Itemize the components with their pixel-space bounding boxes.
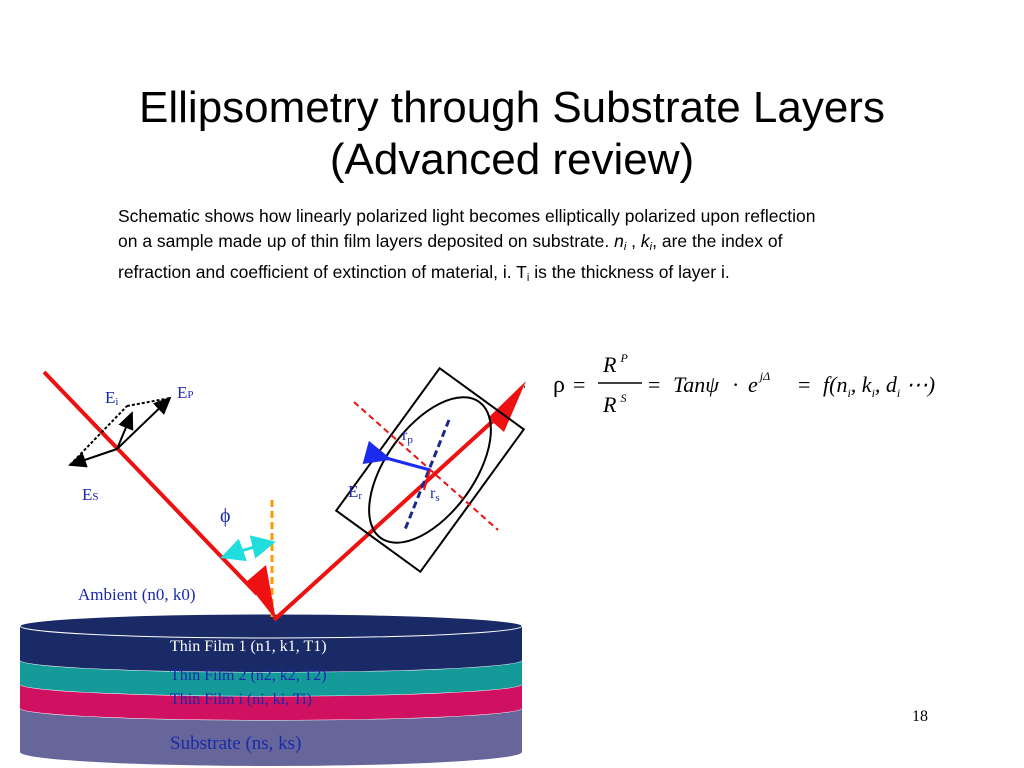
layer-label-substrate: Substrate (ns, ks): [170, 733, 301, 754]
label-Es: ES: [82, 485, 99, 504]
incident-polarization: [68, 396, 172, 468]
layer-label-2: Thin Film 2 (n2, k2, T2): [170, 667, 327, 684]
angle-arrow: [220, 535, 276, 562]
polarization-ellipse: [368, 396, 492, 544]
eq-function: f(ni, ki, di ⋯): [823, 372, 935, 400]
eq-equals-1: =: [573, 372, 585, 397]
layer-stack: [19, 613, 523, 766]
desc-n-sub: i: [623, 241, 627, 253]
desc-t-sub: i: [526, 272, 530, 284]
eq-equals-3: =: [798, 372, 810, 397]
page-number: 18: [912, 708, 928, 725]
tick-mark: ,: [523, 379, 526, 390]
rp-vector: [362, 440, 431, 472]
substrate-layer: [20, 708, 522, 766]
reflected-arrowhead: [488, 381, 526, 432]
p-axis-dashed: [353, 401, 499, 531]
reflected-polarization: [334, 366, 526, 574]
label-Ei: Ei: [105, 388, 118, 408]
incident-arrowhead: [246, 565, 276, 620]
reflected-beam: [272, 408, 507, 622]
label-Er: Er: [348, 482, 362, 502]
layer-label-1: Thin Film 1 (n1, k1, T1): [170, 638, 327, 655]
desc-part-2: , are the index of refraction and coeffi…: [118, 231, 783, 282]
desc-sep: ,: [626, 231, 641, 251]
desc-part-3: is the thickness of layer i.: [529, 262, 730, 282]
polarization-box: [334, 366, 526, 574]
desc-k: k: [640, 231, 650, 251]
s-axis-dashed: [402, 419, 451, 533]
eq-rho: ρ: [553, 372, 565, 398]
eq-dot: ·: [732, 372, 739, 397]
desc-part-1: Schematic shows how linearly polarized l…: [118, 206, 816, 251]
title-line-1: Ellipsometry through Substrate Layers: [139, 83, 885, 132]
description-text: Schematic shows how linearly polarized l…: [118, 204, 838, 291]
rs-vector: [423, 469, 431, 491]
label-Ep: EP: [177, 383, 194, 402]
slide-title: Ellipsometry through Substrate Layers (A…: [0, 82, 1024, 186]
label-ambient: Ambient (n0, k0): [78, 585, 196, 604]
layer-label-i: Thin Film i (ni, ki, Ti): [170, 691, 312, 708]
thin-film-1-layer: [20, 626, 522, 672]
incident-beam: [42, 370, 259, 596]
label-rp: rp: [402, 427, 413, 446]
desc-n: n: [614, 231, 624, 251]
title-line-2: (Advanced review): [329, 135, 695, 184]
desc-k-sub: i: [649, 241, 653, 253]
eq-equals-2: =: [648, 372, 660, 397]
label-rs: rs: [430, 485, 440, 504]
label-phi: ϕ: [220, 505, 231, 527]
eq-tan: Tanψ: [673, 372, 719, 397]
